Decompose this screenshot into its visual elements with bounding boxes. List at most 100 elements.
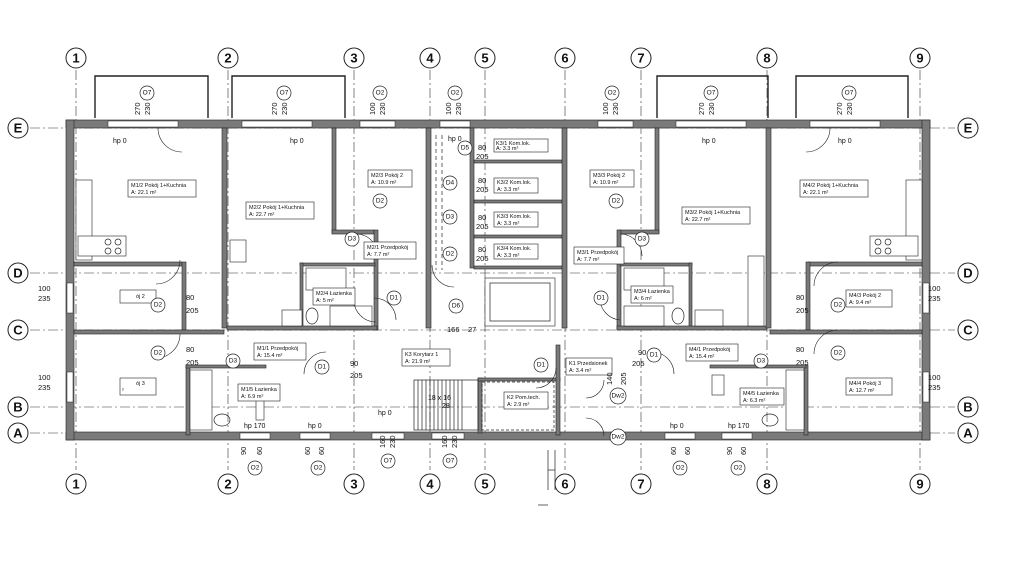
- svg-text:230: 230: [450, 435, 459, 448]
- svg-text:A: 10.9 m²: A: 10.9 m²: [593, 180, 619, 186]
- axis-col-6-bottom: 6: [554, 473, 576, 495]
- svg-text:D3: D3: [229, 358, 238, 365]
- axis-col-9-top: 9: [909, 47, 931, 69]
- svg-text:235: 235: [928, 383, 941, 392]
- svg-text:90: 90: [350, 359, 358, 368]
- svg-text:D3: D3: [348, 236, 357, 243]
- svg-text:hp 0: hp 0: [702, 138, 716, 145]
- axis-row-D-right: D: [957, 262, 979, 284]
- svg-text:A: 12.7 m²: A: 12.7 m²: [849, 388, 875, 394]
- door-tag-d3-5: D3: [753, 353, 769, 369]
- svg-text:A: 3.4 m²: A: 3.4 m²: [569, 368, 591, 374]
- axis-col-8-bottom: 8: [756, 473, 778, 495]
- svg-text:A: 21.9 m²: A: 21.9 m²: [405, 359, 431, 365]
- axis-markers-rows: E D C B A E D C B A: [7, 117, 979, 444]
- svg-text:M4/4 Pokój 3: M4/4 Pokój 3: [849, 381, 881, 387]
- window-tag-o7-b1: O7: [380, 453, 396, 469]
- svg-text:60: 60: [303, 447, 312, 455]
- door-swings: [155, 127, 839, 437]
- balconies: [94, 75, 909, 118]
- door-tag-d1-1: D1: [386, 290, 402, 306]
- svg-text:M3/3 Pokój 2: M3/3 Pokój 2: [593, 173, 625, 179]
- svg-text:4: 4: [426, 477, 434, 492]
- staircase: [413, 277, 556, 431]
- svg-text:230: 230: [378, 102, 387, 115]
- svg-text:205: 205: [476, 222, 489, 231]
- axis-col-5-top: 5: [474, 47, 496, 69]
- axis-row-A-right: A: [957, 422, 979, 444]
- svg-text:O7: O7: [143, 90, 152, 97]
- axis-col-3-top: 3: [343, 47, 365, 69]
- svg-text:205: 205: [632, 359, 645, 368]
- window-tag-o7-3: O7: [703, 85, 719, 101]
- svg-text:28: 28: [442, 403, 450, 410]
- svg-text:M1/2 Pokój 1+Kuchnia: M1/2 Pokój 1+Kuchnia: [131, 183, 187, 189]
- svg-text:hp 170: hp 170: [728, 423, 750, 430]
- window-tag-o7-4: O7: [841, 85, 857, 101]
- svg-text:K2 Pom.tech.: K2 Pom.tech.: [507, 395, 540, 401]
- svg-text:5: 5: [481, 477, 488, 492]
- axis-col-8-top: 8: [756, 47, 778, 69]
- svg-text:A: 7.7 m²: A: 7.7 m²: [367, 252, 389, 258]
- svg-text:D2: D2: [834, 302, 843, 309]
- svg-text:O7: O7: [384, 458, 393, 465]
- svg-text:205: 205: [186, 306, 199, 315]
- room-label-m4-4: M4/4 Pokój 3A: 12.7 m²: [845, 377, 893, 396]
- svg-text:205: 205: [476, 185, 489, 194]
- window-tag-o2-3: O2: [604, 85, 620, 101]
- door-tag-d3-2: D3: [225, 353, 241, 369]
- svg-text:8: 8: [763, 477, 770, 492]
- axis-col-4-bottom: 4: [419, 473, 441, 495]
- room-label-k3-1: K3/1 Kom.lok.A: 3.3 m²: [493, 138, 549, 153]
- axis-row-D-left: D: [7, 262, 29, 284]
- door-tag-d1-2: D1: [314, 359, 330, 375]
- svg-text:K3/1 Kom.lok.: K3/1 Kom.lok.: [496, 141, 531, 147]
- svg-text:80: 80: [796, 293, 804, 302]
- door-tag-d1-4: D1: [646, 347, 662, 363]
- svg-text:90: 90: [239, 447, 248, 455]
- svg-text:A: 6.3 m²: A: 6.3 m²: [743, 398, 765, 404]
- svg-text:D2: D2: [446, 251, 455, 258]
- room-label-m1-pok2: ój 2: [119, 289, 157, 304]
- svg-text:235: 235: [928, 294, 941, 303]
- svg-text:235: 235: [38, 294, 51, 303]
- svg-text:18 x 16: 18 x 16: [428, 395, 451, 402]
- svg-text:Dw2: Dw2: [611, 434, 624, 441]
- axis-col-6-top: 6: [554, 47, 576, 69]
- room-label-m2-3: M2/3 Pokój 2A: 10.9 m²: [367, 169, 413, 188]
- svg-text:C: C: [13, 323, 23, 338]
- svg-text:A: 3.3 m²: A: 3.3 m²: [497, 253, 519, 259]
- svg-text:O7: O7: [707, 90, 716, 97]
- svg-text:6: 6: [561, 51, 568, 66]
- axis-col-5-bottom: 5: [474, 473, 496, 495]
- svg-text:D2: D2: [612, 198, 621, 205]
- room-label-k3-korytarz: K3 Korytarz 1A: 21.9 m²: [401, 348, 451, 367]
- svg-text:205: 205: [796, 306, 809, 315]
- svg-text:K3/4 Kom.lok.: K3/4 Kom.lok.: [497, 246, 532, 252]
- svg-text:D2: D2: [154, 302, 163, 309]
- svg-text:A: 3.3 m²: A: 3.3 m²: [497, 187, 519, 193]
- svg-text:D: D: [963, 266, 972, 281]
- dimensions: 270 230 270 230 100 230 100 230 100 230 …: [38, 102, 941, 455]
- svg-text:A: 2.9 m²: A: 2.9 m²: [507, 402, 529, 408]
- door-tag-d2-5: D2: [608, 193, 624, 209]
- svg-text:M1/1 Przedpokój: M1/1 Przedpokój: [257, 346, 298, 352]
- door-tag-d1-5: D1: [533, 357, 549, 373]
- room-label-m1-pok3: ój 3²: [119, 377, 157, 396]
- svg-text:C: C: [963, 323, 973, 338]
- svg-text:60: 60: [669, 447, 678, 455]
- shafts: [435, 135, 556, 506]
- window-tag-o2-1: O2: [372, 85, 388, 101]
- svg-text:M1/5 Łazienka: M1/5 Łazienka: [241, 387, 278, 393]
- svg-text:1: 1: [72, 51, 79, 66]
- door-tag-d3-3: D3: [442, 209, 458, 225]
- svg-text:230: 230: [454, 102, 463, 115]
- svg-text:M4/1 Przedpokój: M4/1 Przedpokój: [689, 347, 730, 353]
- svg-text:A: 15.4 m²: A: 15.4 m²: [689, 354, 715, 360]
